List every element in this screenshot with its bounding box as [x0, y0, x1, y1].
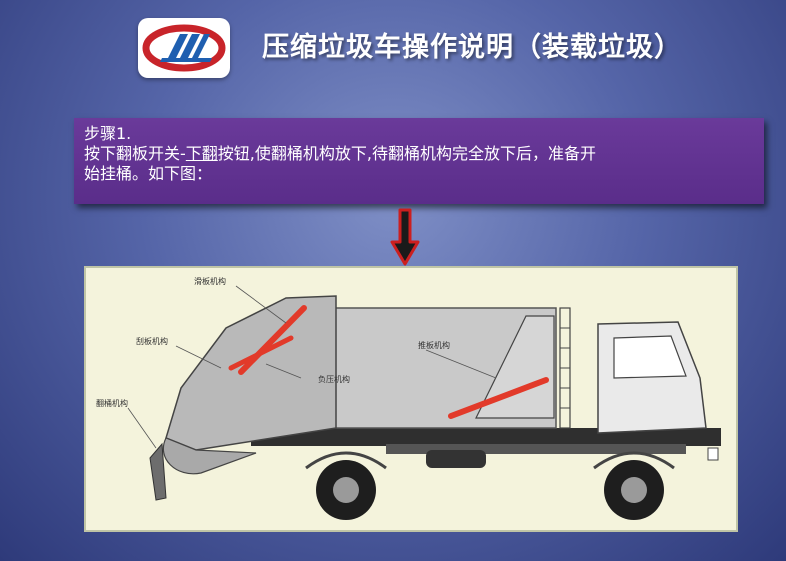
step-text-underlined: 下翻	[185, 144, 218, 163]
headlight	[707, 447, 719, 461]
step-line-1: 按下翻板开关-下翻按钮,使翻桶机构放下,待翻桶机构完全放下后，准备开	[84, 144, 764, 164]
push-cylinder	[448, 377, 549, 419]
step-line-2: 始挂桶。如下图：	[84, 164, 213, 183]
rear-hopper	[165, 295, 337, 451]
label-slide-plate: 滑板机构	[194, 276, 226, 286]
fuel-tank	[426, 450, 486, 468]
page-title: 压缩垃圾车操作说明（装载垃圾）	[262, 32, 682, 63]
hopper-bottom	[162, 437, 257, 475]
down-arrow-icon	[390, 208, 420, 266]
compactor-truck-diagram: 滑板机构 刮板机构 负压机构 推板机构 翻桶机构	[96, 276, 721, 520]
truck-diagram-panel: 滑板机构 刮板机构 负压机构 推板机构 翻桶机构	[84, 266, 738, 532]
cab-window	[613, 335, 687, 379]
brand-logo	[138, 18, 230, 78]
push-plate	[475, 315, 555, 419]
label-negative-pressure: 负压机构	[318, 374, 350, 384]
step-instruction-box: 步骤1. 按下翻板开关-下翻按钮,使翻桶机构放下,待翻桶机构完全放下后，准备开 …	[74, 118, 764, 204]
scraper-cylinder	[228, 335, 294, 371]
label-push-plate: 推板机构	[418, 340, 450, 350]
step-heading: 步骤1.	[84, 124, 132, 143]
slide-cylinder	[238, 305, 307, 375]
step-text-prefix: 按下翻板开关-	[84, 144, 186, 163]
step-text-suffix: 按钮,使翻桶机构放下,待翻桶机构完全放下后，准备开	[217, 144, 596, 163]
clw-logo-icon	[142, 24, 226, 72]
bin-tipper	[149, 442, 167, 501]
label-scraper: 刮板机构	[136, 336, 168, 346]
chassis-rail	[386, 444, 686, 454]
label-bin-tipper: 翻桶机构	[96, 398, 128, 408]
